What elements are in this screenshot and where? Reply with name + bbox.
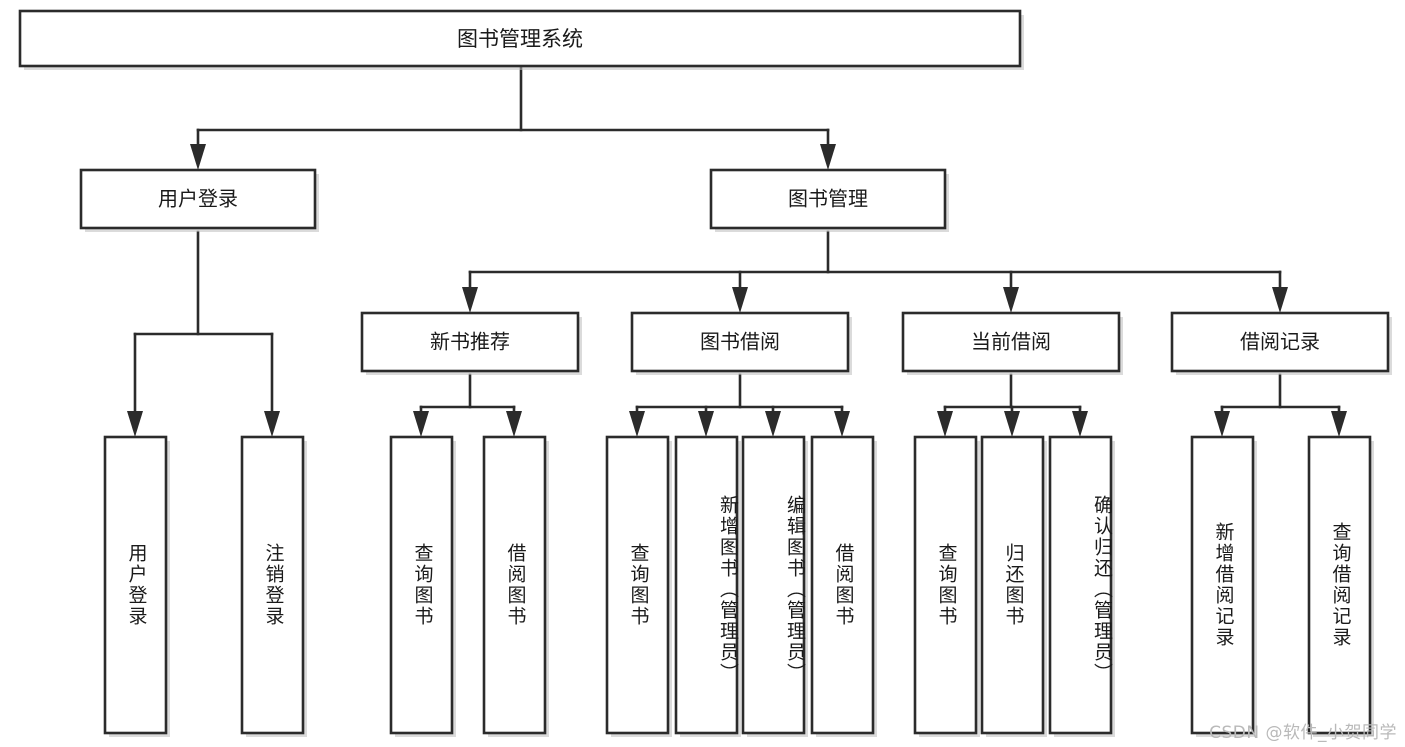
connector-layer — [127, 66, 1347, 437]
arrow-book-manage-to-new-book — [462, 287, 478, 313]
leaf-borrow-record-add-box — [1190, 435, 1255, 735]
leaf-book-borrow-borrow-box — [810, 435, 875, 735]
arrow-borrow-record-child-2 — [1331, 411, 1347, 437]
arrow-borrow-record-child-1 — [1214, 411, 1230, 437]
arrow-book-manage-to-current-borrow — [1003, 287, 1019, 313]
node-book-borrow[interactable]: 图书借阅 — [630, 311, 852, 375]
node-new-book-recommend[interactable]: 新书推荐 — [360, 311, 582, 375]
leaf-node-borrow-record-add[interactable] — [1190, 435, 1257, 737]
leaf-node-current-borrow-return[interactable] — [980, 435, 1047, 737]
node-user-login-label: 用户登录 — [158, 187, 238, 211]
leaf-current-borrow-return-box — [980, 435, 1045, 735]
node-layer: 图书管理系统 用户登录 图书管理 新书推荐 — [18, 9, 1392, 737]
node-user-login-box — [79, 168, 317, 230]
arrow-current-borrow-child-1 — [937, 411, 953, 437]
arrow-book-manage-to-borrow-record — [1272, 287, 1288, 313]
arrow-book-manage-to-book-borrow — [732, 287, 748, 313]
leaf-node-user-login-logout[interactable] — [240, 435, 307, 737]
leaf-borrow-record-query-box — [1307, 435, 1372, 735]
leaf-node-new-book-query[interactable] — [389, 435, 456, 737]
arrow-root-to-user-login — [190, 144, 206, 170]
arrow-user-login-child-2 — [264, 411, 280, 437]
arrow-current-borrow-child-2 — [1004, 411, 1020, 437]
node-borrow-record-box — [1170, 311, 1390, 373]
node-book-borrow-label: 图书借阅 — [700, 330, 780, 354]
leaf-user-login-login-box — [103, 435, 168, 735]
node-book-management-label: 图书管理 — [788, 187, 868, 211]
leaf-current-borrow-confirm-box — [1048, 435, 1113, 735]
node-root-label: 图书管理系统 — [457, 27, 583, 51]
node-new-book-recommend-box — [360, 311, 580, 373]
node-current-borrow-box — [901, 311, 1121, 373]
leaf-node-borrow-record-query[interactable] — [1307, 435, 1374, 737]
arrow-book-borrow-child-1 — [629, 411, 645, 437]
node-root-box — [18, 9, 1022, 68]
leaf-node-current-borrow-confirm-return[interactable] — [1048, 435, 1115, 737]
leaf-node-book-borrow-borrow[interactable] — [810, 435, 877, 737]
leaf-book-borrow-query-box — [605, 435, 670, 735]
arrow-user-login-child-1 — [127, 411, 143, 437]
node-root-book-management-system[interactable]: 图书管理系统 — [18, 9, 1024, 70]
leaf-node-user-login-login[interactable] — [103, 435, 170, 737]
arrow-current-borrow-child-3 — [1072, 411, 1088, 437]
arrow-root-to-book-manage — [820, 144, 836, 170]
leaf-node-current-borrow-query[interactable] — [913, 435, 980, 737]
leaf-book-borrow-add-box — [674, 435, 739, 735]
leaf-user-login-logout-box — [240, 435, 305, 735]
csdn-watermark: CSDN @软件_小贺同学 — [1209, 723, 1397, 743]
node-book-management[interactable]: 图书管理 — [709, 168, 949, 232]
arrow-book-borrow-child-4 — [834, 411, 850, 437]
arrow-book-borrow-child-3 — [765, 411, 781, 437]
arrow-book-borrow-child-2 — [698, 411, 714, 437]
node-new-book-recommend-label: 新书推荐 — [430, 330, 510, 354]
node-current-borrow-label: 当前借阅 — [971, 330, 1051, 354]
node-borrow-record[interactable]: 借阅记录 — [1170, 311, 1392, 375]
leaf-current-borrow-query-box — [913, 435, 978, 735]
arrow-new-book-child-2 — [506, 411, 522, 437]
arrow-new-book-child-1 — [413, 411, 429, 437]
leaf-node-book-borrow-add[interactable] — [674, 435, 741, 737]
leaf-node-book-borrow-edit[interactable] — [741, 435, 808, 737]
leaf-node-book-borrow-query[interactable] — [605, 435, 672, 737]
leaf-new-book-borrow-box — [482, 435, 547, 735]
node-book-management-box — [709, 168, 947, 230]
leaf-node-new-book-borrow[interactable] — [482, 435, 549, 737]
node-current-borrow[interactable]: 当前借阅 — [901, 311, 1123, 375]
node-user-login[interactable]: 用户登录 — [79, 168, 319, 232]
leaf-new-book-query-box — [389, 435, 454, 735]
node-borrow-record-label: 借阅记录 — [1240, 330, 1320, 354]
node-book-borrow-box — [630, 311, 850, 373]
leaf-book-borrow-edit-box — [741, 435, 806, 735]
